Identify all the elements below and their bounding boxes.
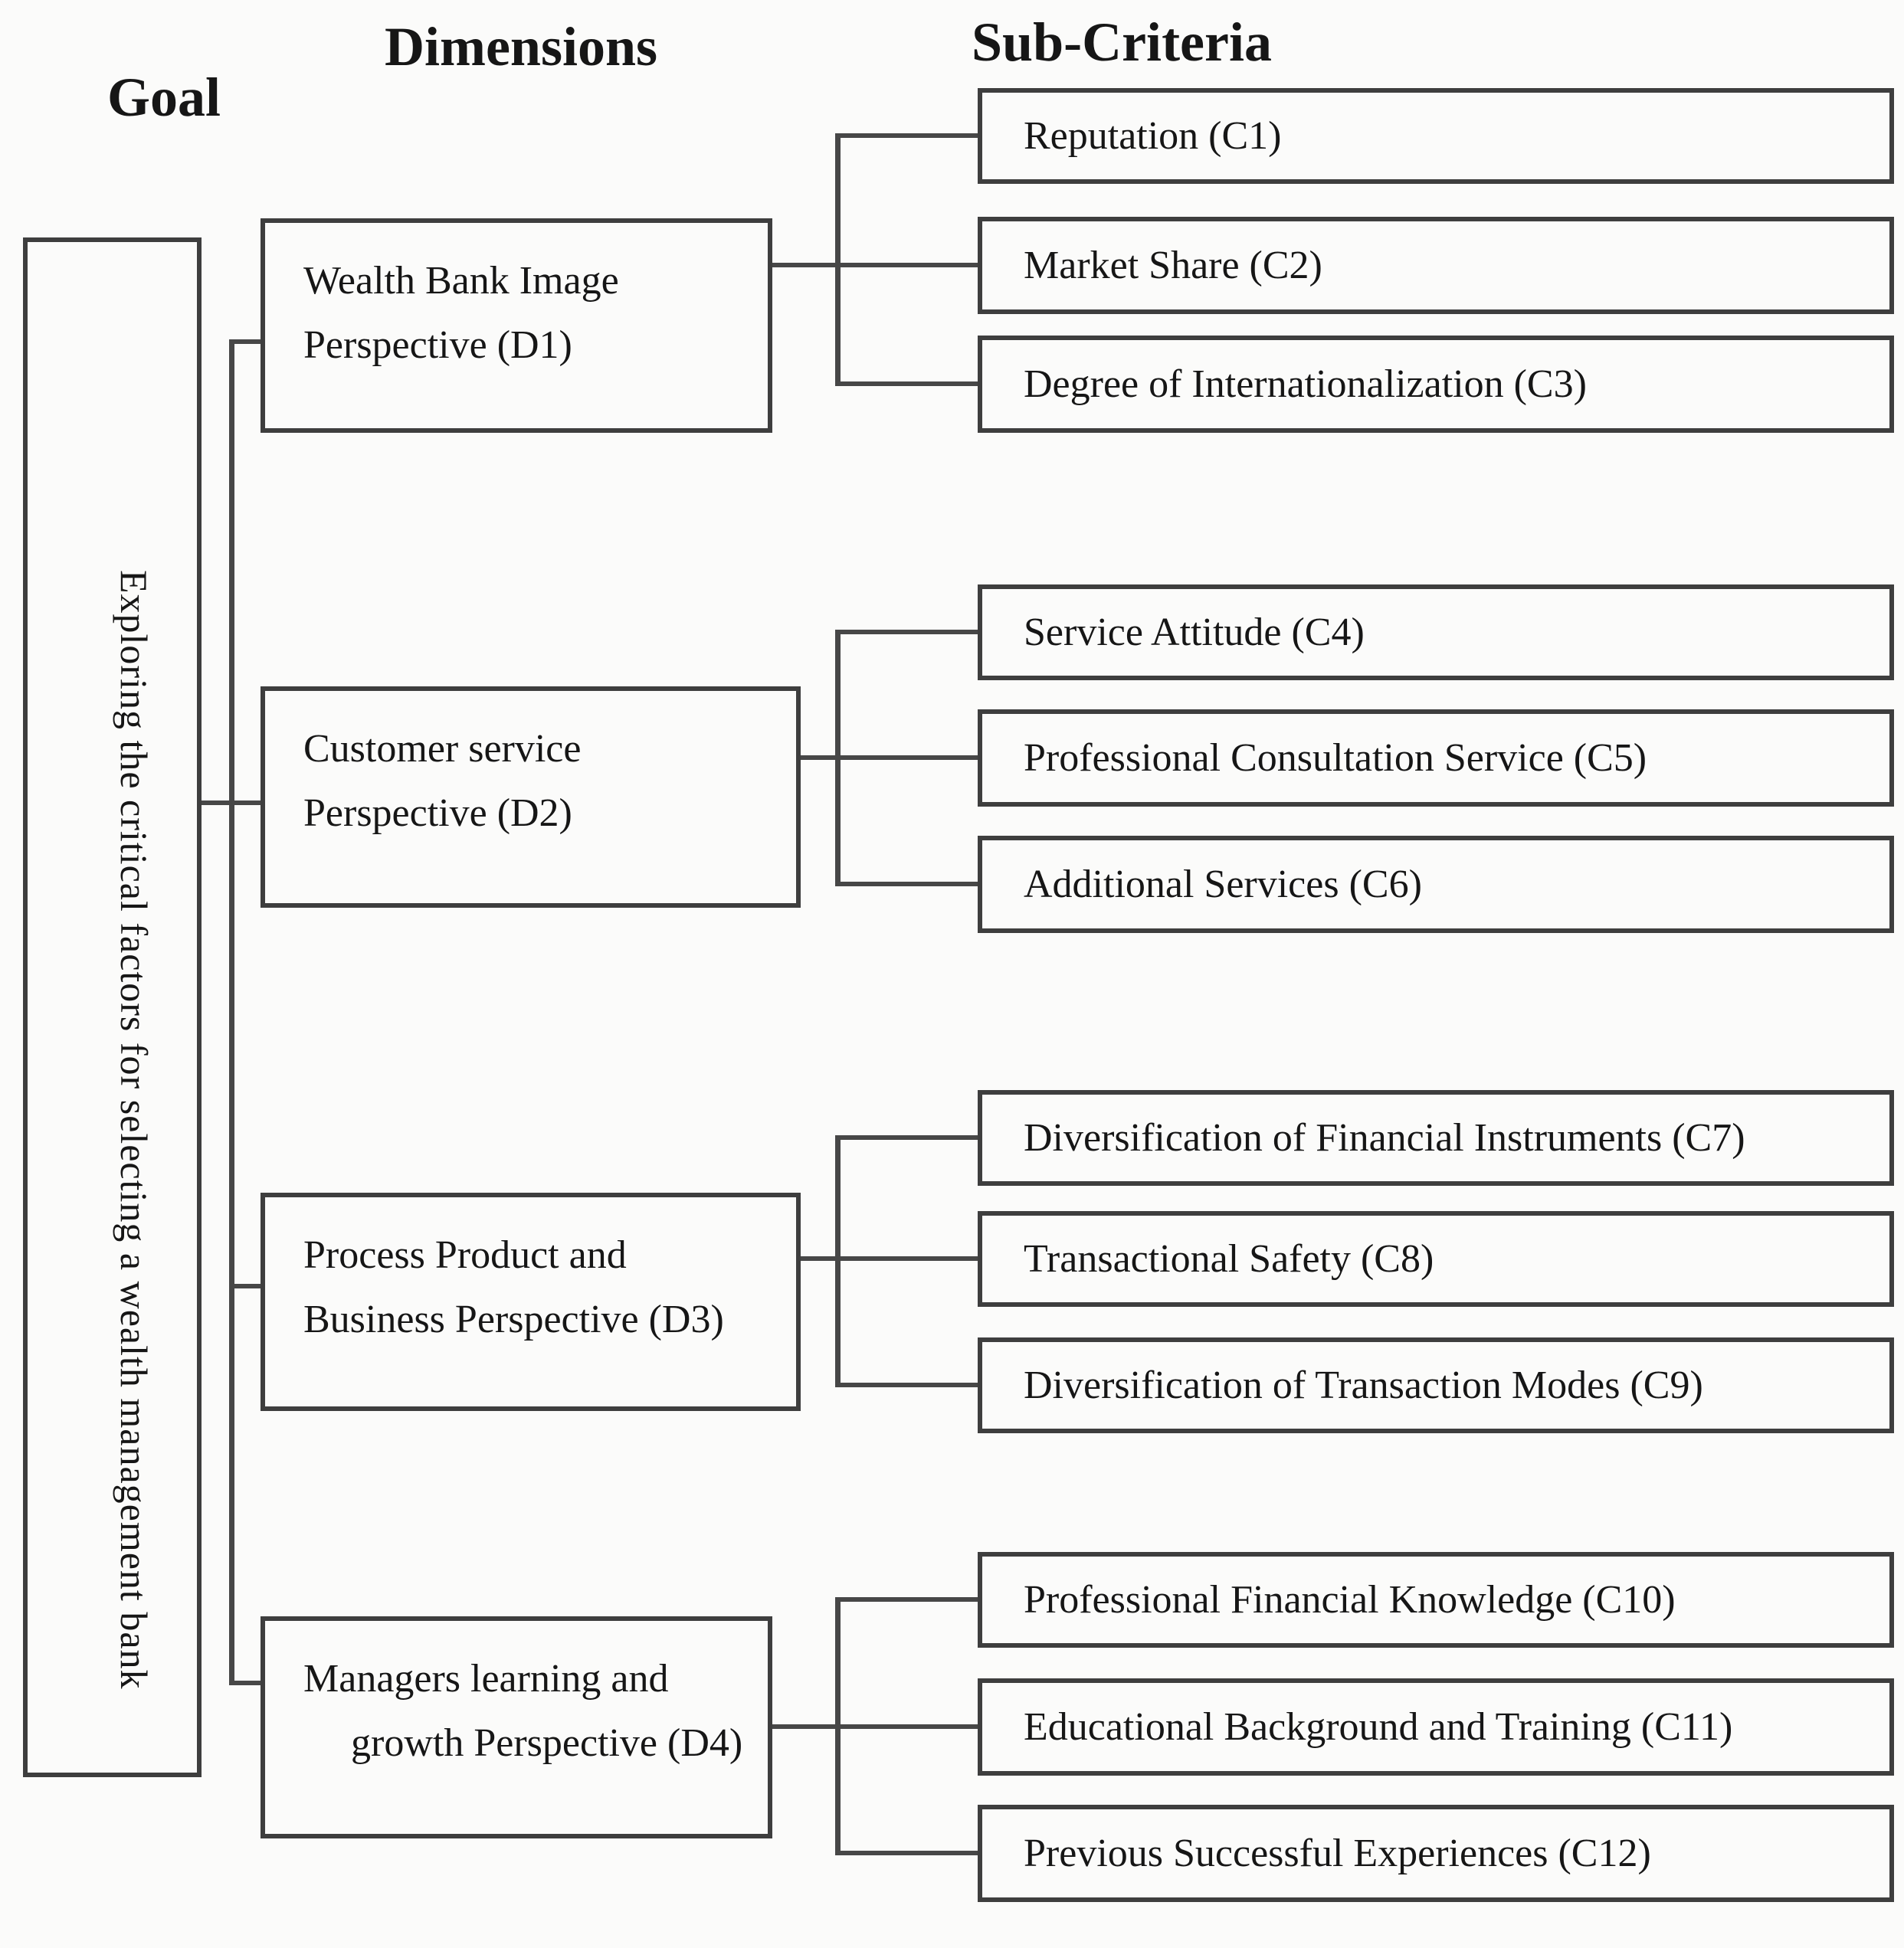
connector-d4-bracket	[835, 1597, 841, 1855]
criterion-box-c10: Professional Financial Knowledge (C10)	[978, 1552, 1894, 1648]
criterion-box-c6: Additional Services (C6)	[978, 836, 1894, 933]
connector-trunk-to-d4	[229, 1681, 261, 1685]
goal-box: Exploring the critical factors for selec…	[23, 237, 202, 1777]
connector-d3-bracket	[835, 1135, 841, 1387]
column-header-dimensions: Dimensions	[385, 16, 658, 77]
connector-d2-main	[801, 755, 978, 760]
goal-label: Exploring the critical factors for selec…	[113, 570, 156, 1690]
connector-trunk-to-d1	[229, 339, 261, 344]
connector-trunk-vertical	[229, 339, 234, 1685]
dimension-box-d4: Managers learning and growth Perspective…	[261, 1616, 772, 1838]
criterion-box-c5: Professional Consultation Service (C5)	[978, 709, 1894, 807]
connector-d4-to-c10	[835, 1597, 978, 1602]
connector-d3-main	[801, 1256, 978, 1261]
criterion-box-c8: Transactional Safety (C8)	[978, 1211, 1894, 1307]
connector-d1-main	[772, 263, 978, 267]
criterion-box-c12: Previous Successful Experiences (C12)	[978, 1805, 1894, 1902]
dimension-d3-line1: Process Product and	[303, 1233, 627, 1277]
dimension-d1-line1: Wealth Bank Image	[303, 259, 619, 303]
criterion-box-c1: Reputation (C1)	[978, 88, 1894, 184]
criterion-box-c2: Market Share (C2)	[978, 217, 1894, 314]
column-header-sub-criteria: Sub-Criteria	[972, 11, 1272, 73]
connector-d1-to-c3	[835, 381, 978, 386]
connector-d2-to-c6	[835, 882, 978, 886]
dimension-d2-line2: Perspective (D2)	[303, 791, 572, 835]
connector-d4-main	[772, 1724, 978, 1729]
connector-d3-to-c9	[835, 1383, 978, 1387]
dimension-box-d3: Process Product and Business Perspective…	[261, 1193, 801, 1411]
connector-trunk-to-d3	[229, 1284, 261, 1288]
connector-d2-bracket	[835, 630, 841, 886]
criterion-box-c4: Service Attitude (C4)	[978, 584, 1894, 680]
criterion-box-c11: Educational Background and Training (C11…	[978, 1678, 1894, 1776]
connector-d2-to-c4	[835, 630, 978, 634]
dimension-d3-line2: Business Perspective (D3)	[303, 1298, 724, 1341]
connector-d3-to-c7	[835, 1135, 978, 1140]
connector-d1-to-c1	[835, 133, 978, 138]
connector-d1-bracket	[835, 133, 841, 386]
criterion-box-c3: Degree of Internationalization (C3)	[978, 336, 1894, 433]
dimension-d1-line2: Perspective (D1)	[303, 323, 572, 367]
connector-d4-to-c12	[835, 1851, 978, 1855]
dimension-d2-line1: Customer service	[303, 727, 582, 771]
dimension-box-d1: Wealth Bank Image Perspective (D1)	[261, 218, 772, 433]
criterion-box-c7: Diversification of Financial Instruments…	[978, 1090, 1894, 1186]
dimension-box-d2: Customer service Perspective (D2)	[261, 686, 801, 908]
dimension-d4-line2: growth Perspective (D4)	[351, 1721, 743, 1765]
dimension-d4-line1: Managers learning and	[303, 1657, 669, 1701]
criterion-box-c9: Diversification of Transaction Modes (C9…	[978, 1337, 1894, 1433]
column-header-goal: Goal	[107, 67, 221, 128]
